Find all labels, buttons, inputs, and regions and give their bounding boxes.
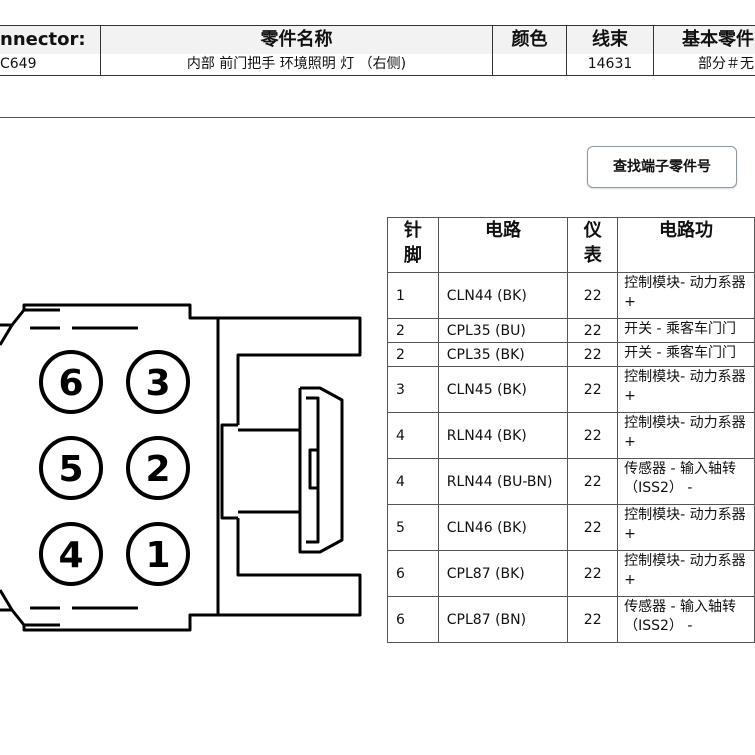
table-row: 1 CLN44 (BK) 22 控制模块- 动力系器 + bbox=[387, 272, 755, 319]
circuit-cell: CPL87 (BK) bbox=[437, 550, 569, 597]
circuit-cell: CLN45 (BK) bbox=[437, 366, 569, 413]
header-color: 颜色 bbox=[511, 29, 548, 50]
pin-circle bbox=[39, 350, 103, 414]
header-connector: nnector: bbox=[0, 29, 86, 50]
housing-outline bbox=[22, 303, 220, 632]
section-divider bbox=[0, 117, 755, 118]
pin-table-header: 针 脚 电路 仪 表 电路功 bbox=[387, 217, 755, 273]
circuit-cell: RLN44 (BU-BN) bbox=[437, 458, 569, 505]
function-cell: 开关 - 乘客车门门 bbox=[617, 342, 755, 367]
function-cell: 控制模块- 动力系器 + bbox=[617, 272, 755, 319]
circuit-cell: CPL35 (BU) bbox=[437, 318, 569, 343]
table-row: 6 CPL87 (BN) 22 传感器 - 输入轴转（ISS2） - bbox=[387, 596, 755, 643]
connector-id: C649 bbox=[0, 56, 37, 72]
header-base-part: 基本零件 bbox=[682, 29, 754, 50]
latch-outline bbox=[0, 308, 60, 327]
table-row: 2 CPL35 (BK) 22 开关 - 乘客车门门 bbox=[387, 342, 755, 367]
arm-outline bbox=[218, 316, 362, 425]
pin-label: 4 bbox=[58, 535, 83, 576]
circuit-cell: CLN46 (BK) bbox=[437, 504, 569, 551]
find-terminal-part-number-button[interactable]: 查找端子零件号 bbox=[587, 146, 737, 188]
gauge-cell: 22 bbox=[567, 458, 619, 505]
value-row: C649 内部 前门把手 环境照明 灯 （右侧) 14631 部分＃无 bbox=[0, 54, 755, 76]
pin-label: 5 bbox=[58, 449, 83, 490]
header-part-name: 零件名称 bbox=[260, 29, 333, 50]
latch-clip-inner bbox=[306, 396, 320, 544]
gauge-cell: 22 bbox=[567, 550, 619, 597]
pin-header: 针 脚 bbox=[387, 217, 439, 273]
pin-cell: 4 bbox=[387, 458, 439, 505]
latch-tab bbox=[220, 423, 238, 520]
base-part-value: 部分＃无 bbox=[698, 56, 754, 72]
pin-circle bbox=[126, 436, 190, 500]
part-name-value: 内部 前门把手 环境照明 灯 （右侧) bbox=[186, 56, 407, 72]
gauge-cell: 22 bbox=[567, 342, 619, 367]
table-row: 6 CPL87 (BK) 22 控制模块- 动力系器 + bbox=[387, 550, 755, 597]
pin-cell: 2 bbox=[387, 342, 439, 367]
circuit-cell: CPL87 (BN) bbox=[437, 596, 569, 643]
pin-cell: 4 bbox=[387, 412, 439, 459]
function-cell: 传感器 - 输入轴转（ISS2） - bbox=[617, 596, 755, 643]
function-header: 电路功 bbox=[617, 217, 755, 273]
gauge-cell: 22 bbox=[567, 318, 619, 343]
pin-cell: 5 bbox=[387, 504, 439, 551]
gauge-cell: 22 bbox=[567, 366, 619, 413]
table-row: 4 RLN44 (BK) 22 控制模块- 动力系器 + bbox=[387, 412, 755, 459]
function-cell: 传感器 - 输入轴转（ISS2） - bbox=[617, 458, 755, 505]
header-divider bbox=[653, 25, 654, 75]
function-cell: 控制模块- 动力系器 + bbox=[617, 412, 755, 459]
pin-circuit-table: 针 脚 电路 仪 表 电路功 1 CLN44 (BK) 22 控制模块- 动力系… bbox=[387, 217, 755, 643]
latch-clip bbox=[298, 386, 344, 554]
pin-cell: 3 bbox=[387, 366, 439, 413]
housing-edge bbox=[0, 324, 14, 611]
gauge-cell: 22 bbox=[567, 412, 619, 459]
header-harness: 线束 bbox=[592, 29, 628, 50]
harness-value: 14631 bbox=[587, 56, 633, 72]
table-row: 3 CLN45 (BK) 22 控制模块- 动力系器 + bbox=[387, 366, 755, 413]
header-row: nnector: 零件名称 颜色 线束 基本零件 bbox=[0, 25, 755, 55]
pin-circle bbox=[39, 522, 103, 586]
gauge-cell: 22 bbox=[567, 596, 619, 643]
pin-cell: 6 bbox=[387, 550, 439, 597]
pin-circle bbox=[126, 522, 190, 586]
function-cell: 控制模块- 动力系器 + bbox=[617, 366, 755, 413]
pin-label: 2 bbox=[145, 449, 170, 490]
connector-face-diagram: 6 3 5 2 4 1 bbox=[0, 303, 362, 632]
pin-circle bbox=[39, 436, 103, 500]
circuit-cell: CLN44 (BK) bbox=[437, 272, 569, 319]
pin-circle bbox=[126, 350, 190, 414]
pin-label: 3 bbox=[145, 363, 170, 404]
connector-header-table: nnector: 零件名称 颜色 线束 基本零件 C649 内部 前门把手 环境… bbox=[0, 25, 755, 76]
table-row: 4 RLN44 (BU-BN) 22 传感器 - 输入轴转（ISS2） - bbox=[387, 458, 755, 505]
pin-cell: 1 bbox=[387, 272, 439, 319]
function-cell: 控制模块- 动力系器 + bbox=[617, 504, 755, 551]
latch-tab bbox=[238, 428, 302, 514]
pin-cell: 6 bbox=[387, 596, 439, 643]
pin-cell: 2 bbox=[387, 318, 439, 343]
pin-label: 6 bbox=[58, 363, 83, 404]
pin-label: 1 bbox=[145, 535, 170, 576]
header-divider bbox=[100, 25, 101, 75]
table-row: 5 CLN46 (BK) 22 控制模块- 动力系器 + bbox=[387, 504, 755, 551]
circuit-cell: RLN44 (BK) bbox=[437, 412, 569, 459]
latch-clip-detail bbox=[308, 448, 320, 490]
function-cell: 控制模块- 动力系器 + bbox=[617, 550, 755, 597]
function-cell: 开关 - 乘客车门门 bbox=[617, 318, 755, 343]
latch-outline bbox=[0, 608, 60, 627]
circuit-header: 电路 bbox=[437, 217, 569, 273]
arm-outline bbox=[218, 518, 362, 617]
gauge-cell: 22 bbox=[567, 504, 619, 551]
gauge-header: 仪 表 bbox=[567, 217, 619, 273]
header-divider bbox=[492, 25, 493, 75]
gauge-cell: 22 bbox=[567, 272, 619, 319]
color-value bbox=[493, 54, 566, 75]
circuit-cell: CPL35 (BK) bbox=[437, 342, 569, 367]
header-divider bbox=[566, 25, 567, 75]
table-row: 2 CPL35 (BU) 22 开关 - 乘客车门门 bbox=[387, 318, 755, 343]
